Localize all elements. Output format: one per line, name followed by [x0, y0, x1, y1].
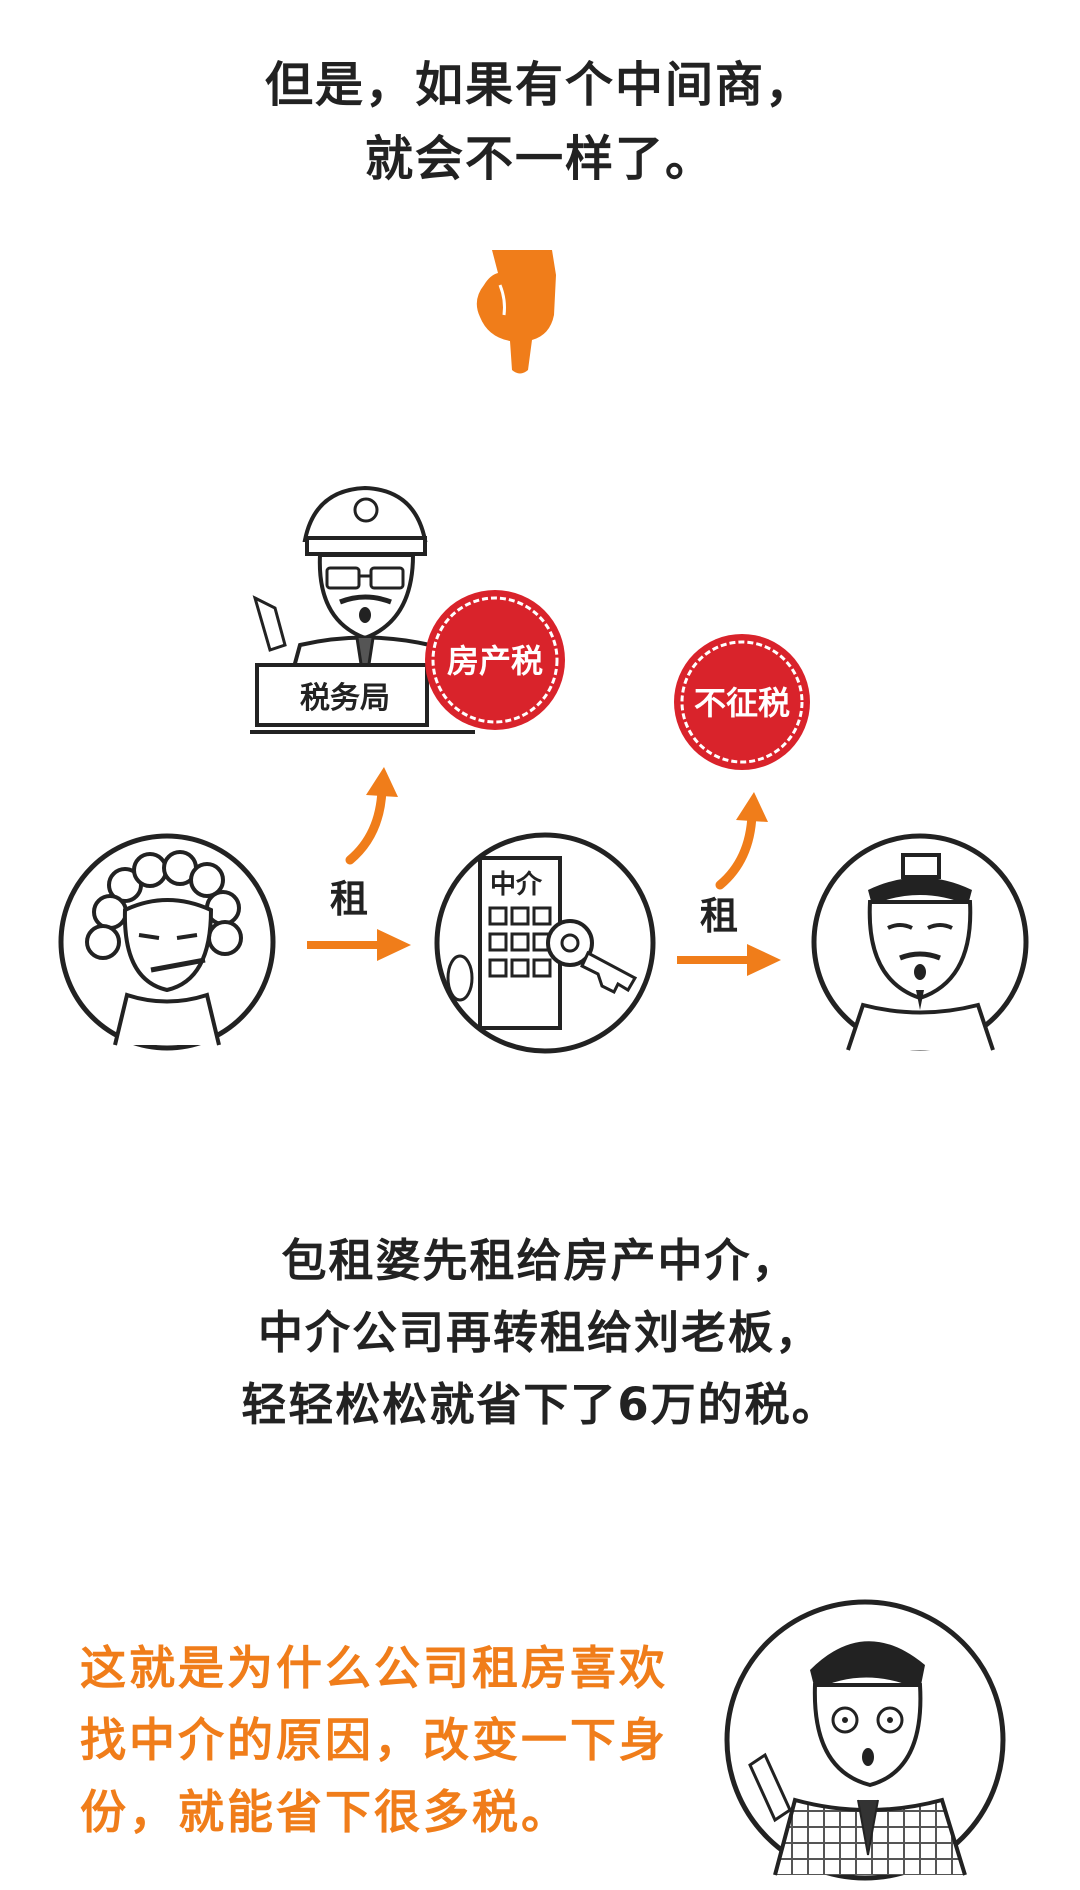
curved-arrow-up-icon: [715, 792, 768, 890]
tax-officer-illustration: 税务局: [250, 485, 475, 734]
explanation-caption: 包租婆先租给房产中介， 中介公司再转租给刘老板， 轻轻松松就省下了6万的税。: [0, 1225, 1080, 1441]
conclusion-line-3: 份，就能省下很多税。: [80, 1785, 570, 1839]
tax-bureau-label: 税务局: [300, 681, 390, 716]
rent-label-1: 租: [330, 877, 369, 921]
landlady-avatar: [58, 833, 276, 1051]
agency-building-illustration: 中介: [434, 832, 656, 1054]
arrow-right-icon: [677, 944, 781, 976]
rent-label-2: 租: [700, 894, 739, 938]
curved-arrow-up-icon: [345, 767, 398, 865]
intro-caption: 但是，如果有个中间商， 就会不一样了。: [0, 48, 1080, 196]
explanation-line-2: 中介公司再转租给刘老板，: [257, 1306, 822, 1359]
intro-line-2: 就会不一样了。: [364, 131, 715, 187]
no-tax-stamp-label: 不征税: [694, 684, 790, 722]
conclusion-line-2: 找中介的原因，改变一下身: [80, 1713, 668, 1767]
conclusion-caption: 这就是为什么公司租房喜欢 找中介的原因，改变一下身 份，就能省下很多税。: [80, 1632, 720, 1848]
property-tax-stamp: 房产税: [425, 590, 565, 730]
explanation-line-1: 包租婆先租给房产中介，: [281, 1234, 799, 1287]
narrator-man-avatar: [724, 1599, 1006, 1881]
agency-sign: 中介: [490, 870, 543, 900]
tenant-boss-avatar: [811, 833, 1029, 1051]
property-tax-stamp-label: 房产税: [447, 642, 543, 680]
pointing-hand-icon: [476, 250, 556, 374]
conclusion-line-1: 这就是为什么公司租房喜欢: [80, 1641, 668, 1695]
key-icon: [546, 919, 638, 995]
intro-line-1: 但是，如果有个中间商，: [264, 57, 815, 113]
arrow-right-icon: [307, 929, 411, 961]
no-tax-stamp: 不征税: [674, 634, 810, 770]
explanation-line-3: 轻轻松松就省下了6万的税。: [241, 1378, 839, 1431]
